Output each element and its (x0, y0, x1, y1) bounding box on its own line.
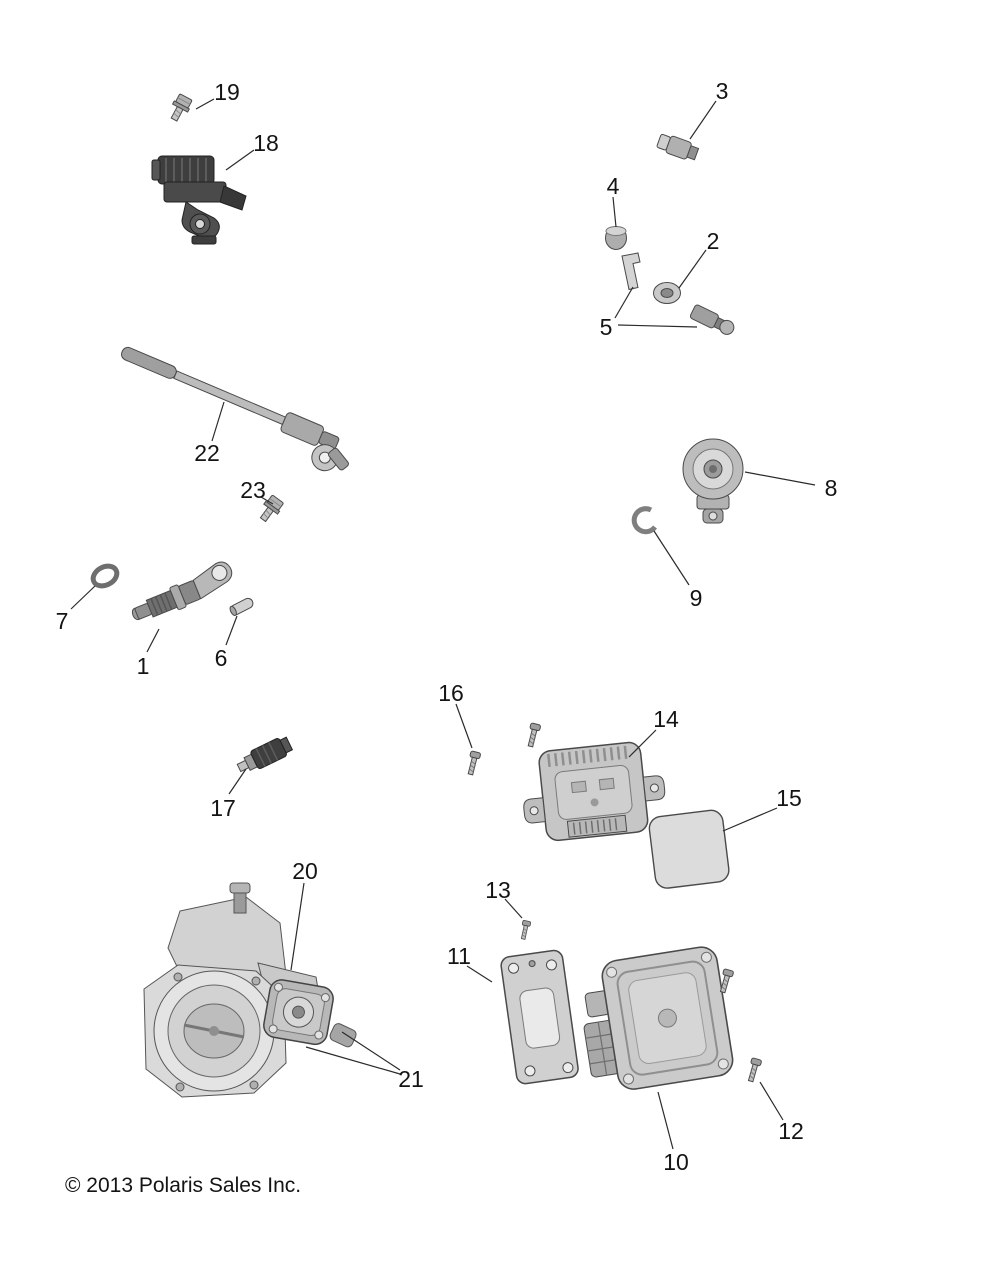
callout-2: 2 (707, 228, 720, 254)
leader-line (305, 1046, 401, 1075)
leader-line (678, 249, 707, 289)
callout-19: 19 (214, 79, 240, 105)
leader-line (689, 100, 717, 140)
part-16-screw-a (465, 750, 482, 777)
part-16-screw-b (525, 722, 542, 749)
part-11-bracket-plate (500, 949, 579, 1085)
part-2-grommet (653, 282, 681, 304)
leader-line (744, 471, 816, 486)
leader-line (228, 768, 247, 795)
callout-8: 8 (825, 475, 838, 501)
part-21-tps-sensor (263, 979, 334, 1046)
part-17-temp-sensor (236, 736, 294, 773)
callout-22: 22 (194, 440, 220, 466)
leader-line (628, 729, 657, 758)
leader-line (70, 585, 96, 610)
callout-14: 14 (653, 706, 679, 732)
leader-line (211, 401, 225, 442)
leader-line (657, 1091, 674, 1150)
part-6-pin (229, 597, 254, 616)
leader-line (614, 286, 634, 319)
part-3-sensor-plug (656, 133, 700, 161)
callout-5: 5 (600, 314, 613, 340)
leader-line (225, 149, 255, 171)
callout-1: 1 (137, 653, 150, 679)
callout-18: 18 (253, 130, 279, 156)
part-21-tps-cap (329, 1023, 357, 1048)
part-18-map-sensor (151, 155, 247, 245)
callout-23: 23 (240, 477, 266, 503)
part-5-bracket (621, 252, 641, 291)
part-7-o-ring (90, 563, 120, 589)
part-5-sensor (689, 304, 735, 335)
leader-line (225, 615, 238, 646)
leader-line (195, 98, 215, 110)
callout-10: 10 (663, 1149, 689, 1175)
callout-17: 17 (210, 795, 236, 821)
leader-line (612, 196, 617, 228)
callout-7: 7 (56, 608, 69, 634)
leader-line (290, 882, 305, 971)
leader-line (722, 807, 778, 832)
callout-11: 11 (447, 943, 471, 969)
part-13-screw (518, 919, 532, 941)
part-8-knock-sensor (682, 438, 744, 524)
leader-line (617, 324, 698, 328)
leader-line (653, 530, 690, 586)
callout-labels: 19 18 3 4 2 5 22 23 8 9 7 1 6 17 16 14 1… (56, 78, 838, 1175)
callout-4: 4 (607, 173, 620, 199)
callout-20: 20 (292, 858, 318, 884)
part-15-pad (648, 809, 730, 889)
copyright-text: © 2013 Polaris Sales Inc. (65, 1174, 301, 1197)
part-4-cap (605, 226, 627, 250)
leader-line (146, 628, 160, 653)
leader-line (341, 1031, 401, 1071)
callout-15: 15 (776, 785, 802, 811)
callout-16: 16 (438, 680, 464, 706)
part-10-ecu (583, 946, 734, 1090)
callout-3: 3 (716, 78, 729, 104)
callout-13: 13 (485, 877, 511, 903)
part-22-crankshaft-sensor (121, 346, 349, 472)
part-19-flange-bolt (166, 92, 195, 125)
leader-lines (70, 98, 816, 1150)
leader-line (504, 898, 523, 919)
leader-line (260, 496, 274, 505)
leader-line (759, 1081, 784, 1121)
callout-12: 12 (778, 1118, 804, 1144)
callout-6: 6 (215, 645, 228, 671)
part-12-screw-b (745, 1057, 763, 1083)
part-9-retaining-clip (631, 506, 658, 535)
callout-9: 9 (690, 585, 703, 611)
leader-line (466, 965, 493, 983)
leader-line (455, 703, 473, 749)
callout-21: 21 (398, 1066, 424, 1092)
part-1-speed-sensor (131, 561, 233, 621)
part-14-control-module (523, 741, 666, 842)
